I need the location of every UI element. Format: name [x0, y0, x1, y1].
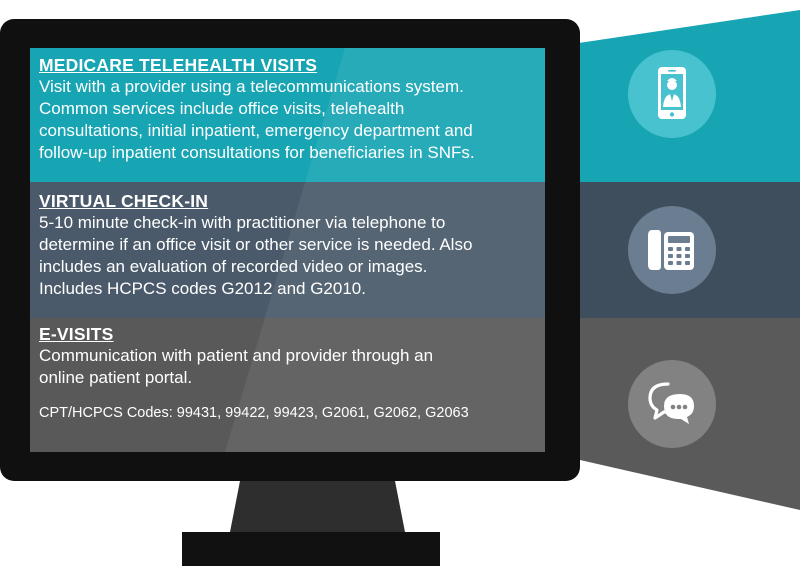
panel-text-line: consultations, initial inpatient, emerge… — [39, 121, 473, 140]
smartphone-doctor-icon — [628, 50, 716, 138]
panel-telehealth-visits: MEDICARE TELEHEALTH VISITS Visit with a … — [30, 54, 545, 164]
screen-panel-gray — [30, 318, 545, 452]
panel-text-line: Communication with patient and provider … — [39, 346, 434, 365]
panel-text-line: follow-up inpatient consultations for be… — [39, 143, 475, 162]
panel-text-line: Includes HCPCS codes G2012 and G2010. — [39, 279, 366, 298]
screen-panel-slate — [30, 182, 545, 318]
monitor-base — [182, 532, 440, 566]
panel-e-visits: E-VISITS Communication with patient and … — [30, 323, 545, 422]
panel-text-line: Common services include office visits, t… — [39, 99, 405, 118]
panel-text-line: determine if an office visit or other se… — [39, 235, 473, 254]
panel-title: VIRTUAL CHECK-IN — [39, 191, 209, 211]
panel-text-line: online patient portal. — [39, 368, 193, 387]
screen-glare — [225, 48, 545, 452]
panel-text-line: Visit with a provider using a telecommun… — [39, 77, 464, 96]
desk-phone-icon — [628, 206, 716, 294]
panel-text-line: 5-10 minute check-in with practitioner v… — [39, 213, 446, 232]
panel-virtual-check-in: VIRTUAL CHECK-IN 5-10 minute check-in wi… — [30, 190, 545, 300]
monitor-stand — [230, 481, 405, 532]
panel-title: E-VISITS — [39, 324, 114, 344]
screen-panel-teal — [30, 48, 545, 182]
chat-bubbles-icon — [628, 360, 716, 448]
panel-title: MEDICARE TELEHEALTH VISITS — [39, 55, 318, 75]
panel-text-line: includes an evaluation of recorded video… — [39, 257, 428, 276]
panel-codes: CPT/HCPCS Codes: 99431, 99422, 99423, G2… — [39, 405, 469, 421]
